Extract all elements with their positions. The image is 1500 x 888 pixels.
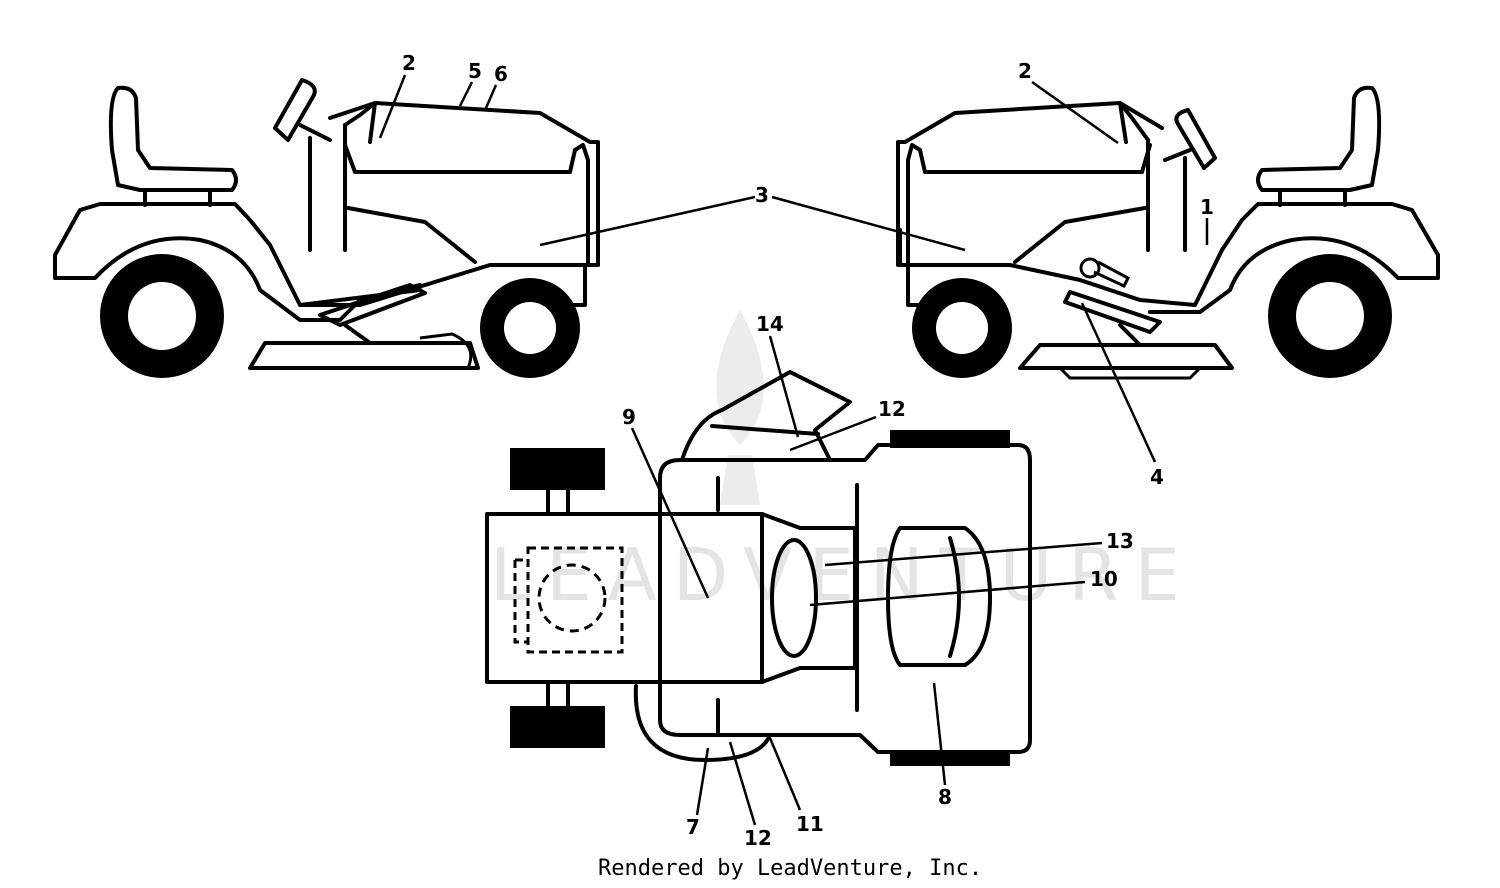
leader-3-left — [539, 195, 756, 247]
callout-numbers: 2 5 6 3 2 1 4 14 12 9 13 10 8 7 12 11 — [402, 51, 1214, 850]
rear-wheel-hub — [128, 282, 196, 350]
leader-3-right — [771, 195, 966, 252]
deck-lever — [318, 283, 427, 345]
dash-tower — [1146, 138, 1187, 252]
top-seat-dashed-circle — [537, 563, 607, 633]
leader-12-bottom — [728, 741, 757, 826]
callout-4: 4 — [1150, 465, 1164, 489]
callout-3: 3 — [755, 183, 769, 207]
seat — [108, 85, 238, 192]
top-hood-emblem — [886, 526, 992, 667]
hood — [896, 101, 1164, 267]
steering-wheel — [273, 78, 332, 142]
callout-12-bottom: 12 — [744, 826, 772, 850]
leader-4 — [1080, 302, 1157, 463]
top-fender-rear-lip — [633, 684, 772, 762]
tractor-right-side-view — [896, 85, 1440, 380]
footer-credit: Rendered by LeadVenture, Inc. — [598, 856, 982, 881]
top-axle — [546, 488, 570, 708]
flame-logo-icon — [716, 310, 764, 505]
rear-wheel-hub — [1296, 282, 1364, 350]
leader-8 — [932, 682, 947, 786]
front-wheel-hub — [504, 302, 556, 354]
mower-deck — [248, 341, 480, 370]
rear-fender-lower — [1148, 236, 1440, 314]
hood — [328, 101, 600, 267]
mower-deck — [1018, 343, 1234, 370]
top-grass-bag-chute — [680, 370, 852, 462]
leader-14 — [768, 335, 800, 438]
leader-9 — [630, 427, 710, 599]
leader-2-right — [1031, 80, 1119, 145]
rear-fender — [53, 202, 272, 257]
callout-6: 6 — [494, 62, 508, 86]
steering-wheel — [1163, 108, 1217, 170]
callout-9: 9 — [622, 405, 636, 429]
callout-2-left: 2 — [402, 51, 416, 75]
top-steering-hub — [770, 538, 818, 658]
top-seat-area — [485, 512, 764, 684]
top-rear-wheel-lower — [510, 706, 605, 748]
callout-5: 5 — [468, 59, 482, 83]
leader-12-top — [789, 415, 877, 452]
callout-10: 10 — [1090, 567, 1118, 591]
lift-handle — [1093, 260, 1130, 288]
seat — [1256, 85, 1382, 192]
leader-lines — [378, 74, 1209, 826]
callout-12-top: 12 — [878, 397, 906, 421]
top-rear-wheel-upper — [510, 448, 605, 490]
tractor-left-side-view — [53, 78, 600, 378]
callout-7: 7 — [686, 815, 700, 839]
top-seat-dashed-box — [513, 546, 624, 654]
deck-lever — [1063, 290, 1162, 347]
deck-underside — [1058, 366, 1202, 380]
leader-6 — [484, 84, 498, 109]
callout-11: 11 — [796, 812, 824, 836]
callout-8: 8 — [938, 785, 952, 809]
discharge-chute — [419, 332, 473, 369]
tractor-top-view — [485, 370, 1032, 766]
rear-fender — [1220, 202, 1440, 257]
lift-knob — [1079, 257, 1101, 279]
callout-2-right: 2 — [1018, 59, 1032, 83]
leader-7 — [695, 747, 710, 816]
callout-13: 13 — [1106, 529, 1134, 553]
hood-side-panel — [1013, 206, 1147, 264]
leader-10 — [809, 580, 1086, 607]
callout-1: 1 — [1200, 195, 1214, 219]
hood-side-panel — [346, 206, 477, 264]
front-wheel-hub — [936, 302, 988, 354]
callout-14: 14 — [756, 312, 784, 336]
leader-5 — [458, 81, 474, 107]
leader-11 — [768, 737, 802, 811]
rear-fender-lower — [53, 236, 422, 322]
leader-2-left — [378, 74, 407, 139]
top-front-wheel-lower — [890, 752, 1010, 766]
leader-13 — [824, 541, 1103, 567]
dash-tower — [308, 123, 347, 252]
top-fender — [658, 443, 1032, 754]
